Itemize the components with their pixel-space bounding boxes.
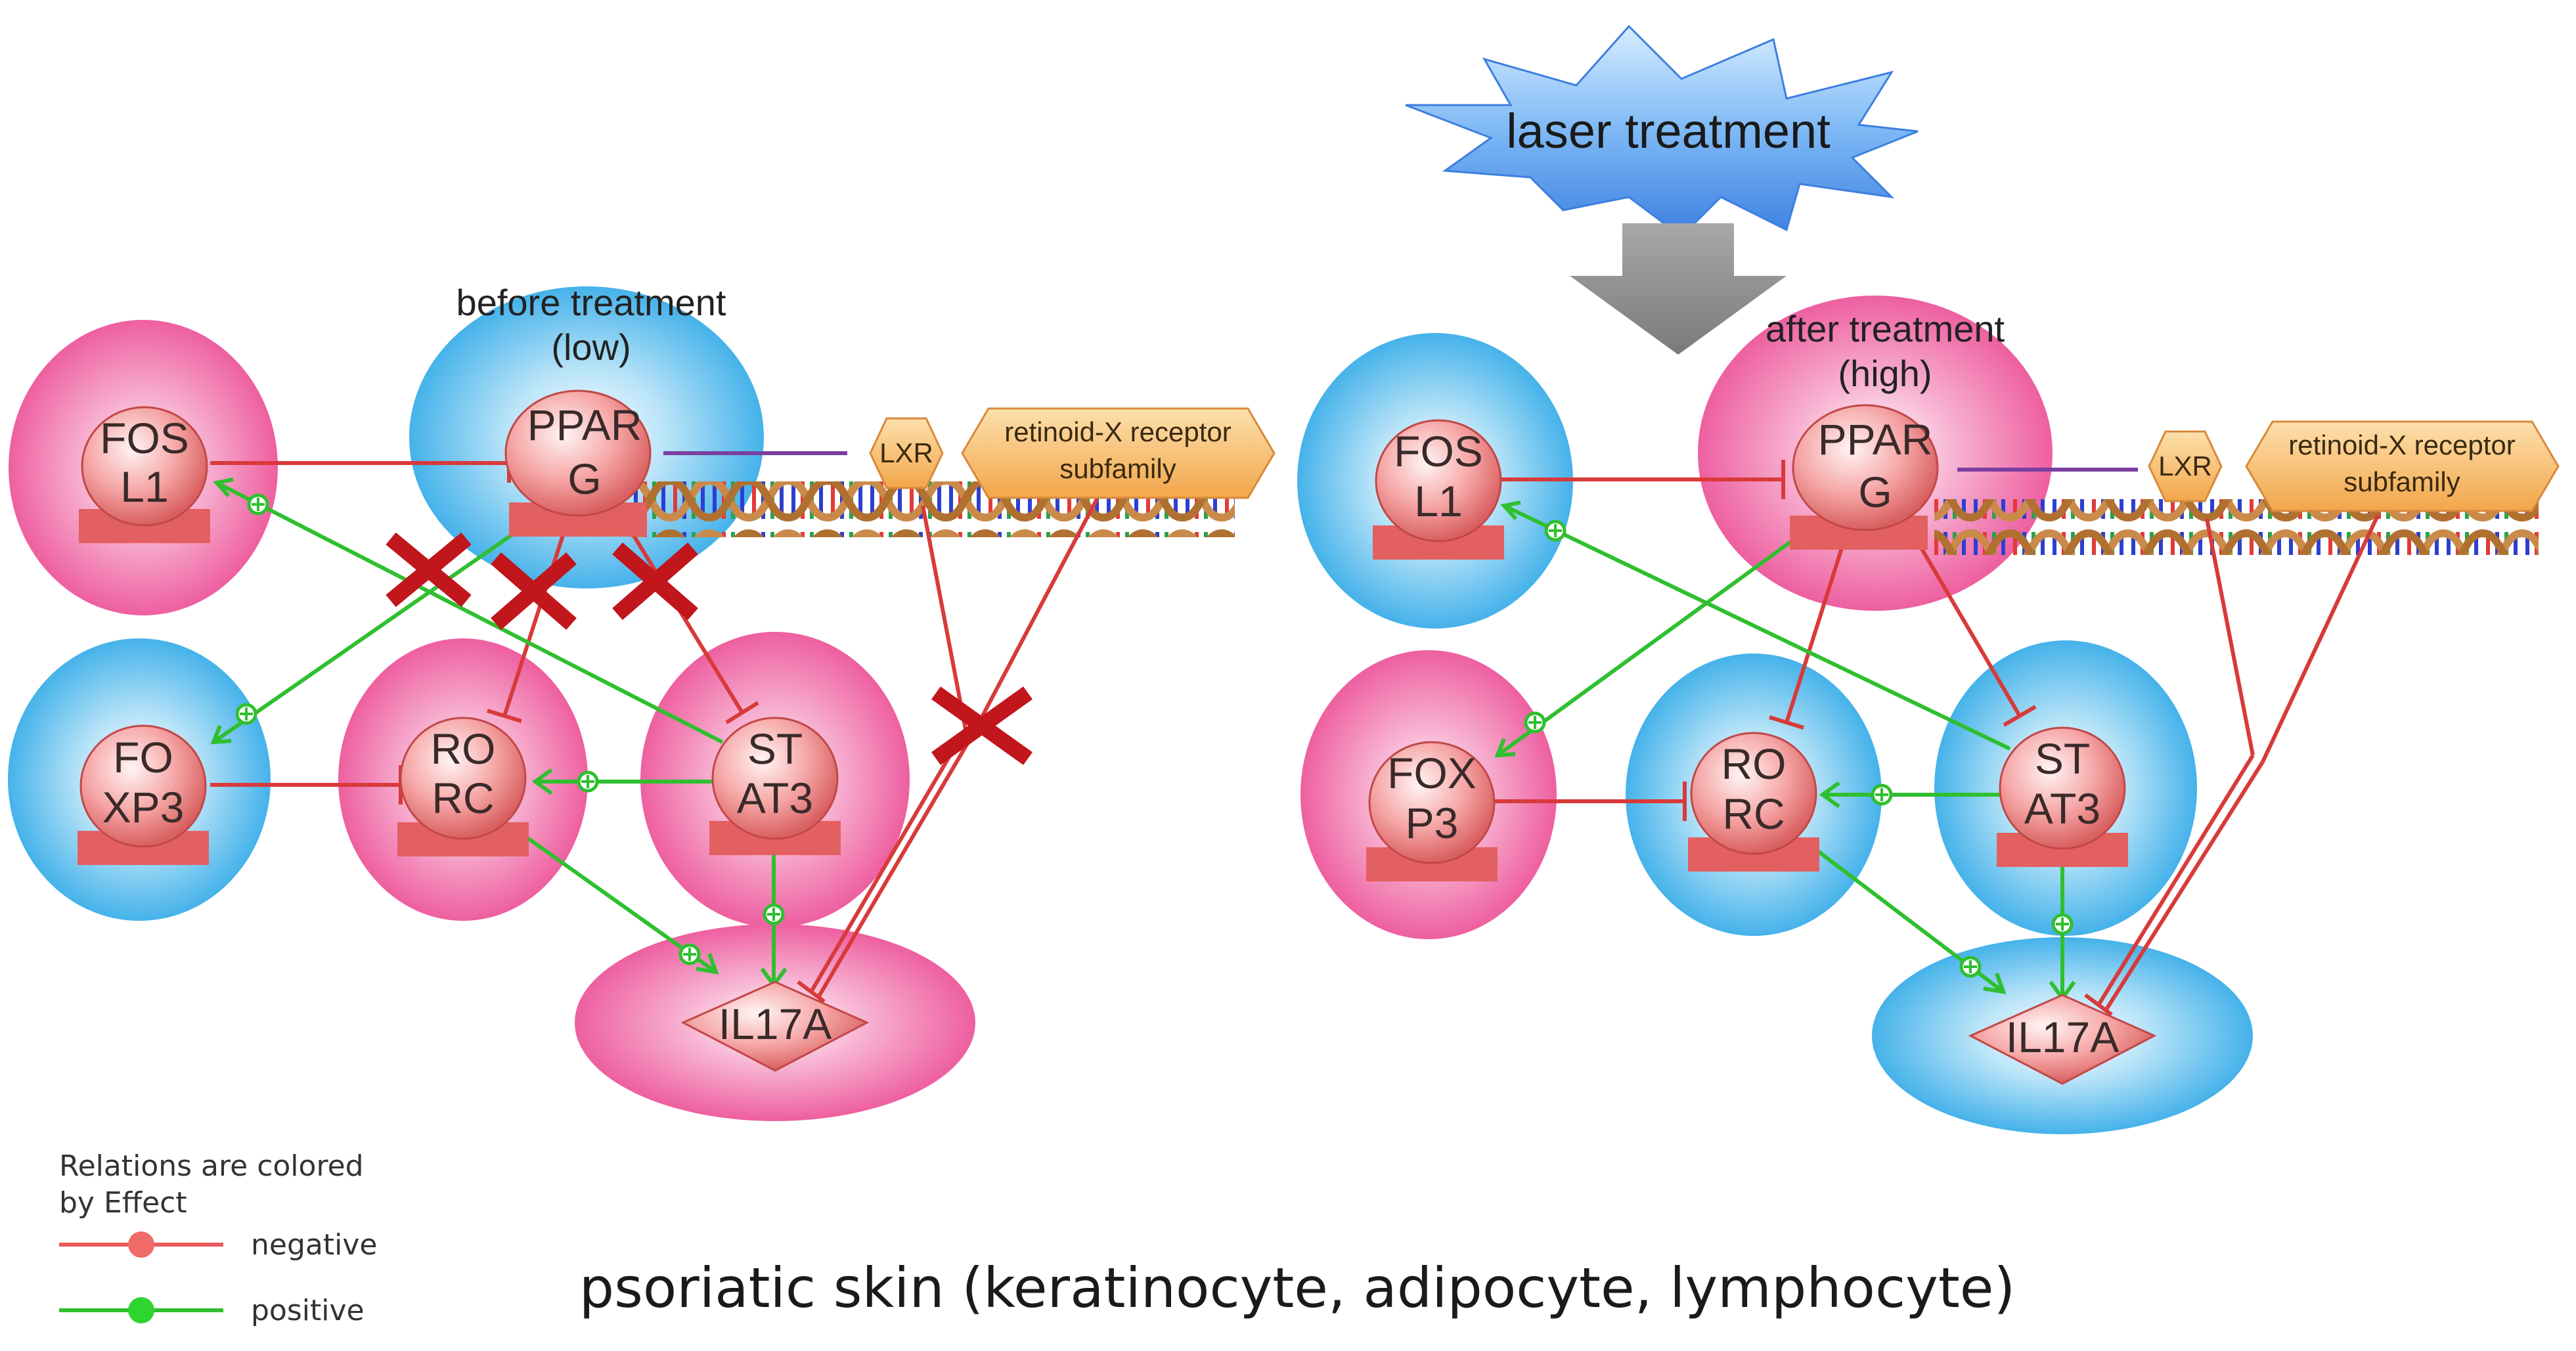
laser-treatment-label: laser treatment xyxy=(1506,104,1831,158)
node-stat3-right: ST AT3 xyxy=(1997,726,2128,867)
node-pparg-right: PPAR G xyxy=(1790,404,1939,550)
rxr-label-line1-right: retinoid-X receptor xyxy=(2288,430,2516,460)
node-fosl1-left: FOS L1 xyxy=(79,406,210,543)
edge-pparg-foxp3-left xyxy=(210,523,527,745)
legend-title-line2: by Effect xyxy=(59,1186,187,1220)
fosl1-label-line2: L1 xyxy=(120,462,168,511)
stat3-label-line2: AT3 xyxy=(737,774,813,822)
edge-rorc-il17a-left xyxy=(521,832,719,975)
fosl1-label-line1-right: FOS xyxy=(1394,427,1483,476)
node-foxp3-left: FO XP3 xyxy=(78,724,209,865)
edge-stat3-rorc-right xyxy=(1819,781,2003,808)
foxp3-label-line2: XP3 xyxy=(102,783,185,831)
after-treatment-title: after treatment xyxy=(1765,308,2005,349)
legend-negative-dot xyxy=(128,1231,154,1258)
edge-foxp3-rorc-right xyxy=(1494,782,1687,821)
left-panel: LXR retinoid-X receptor subfamily before… xyxy=(8,282,1276,1121)
edge-pparg-rorc-right xyxy=(1769,525,1851,730)
rxr-hexagon-left xyxy=(961,407,1276,499)
legend: Relations are colored by Effect negative… xyxy=(59,1149,377,1327)
after-treatment-level: (high) xyxy=(1838,353,1932,394)
edge-stat3-il17a-left xyxy=(760,854,788,989)
node-fosl1-right: FOS L1 xyxy=(1373,419,1504,560)
treatment: laser treatment xyxy=(1405,24,1919,355)
right-panel: LXR retinoid-X receptor subfamily after … xyxy=(1297,296,2560,1134)
pparg-label-line1: PPAR xyxy=(527,401,642,449)
edge-pparg-foxp3-right xyxy=(1494,533,1801,758)
legend-negative-label: negative xyxy=(251,1228,377,1262)
lxr-label-right: LXR xyxy=(2158,451,2212,481)
pparg-label-line1-right: PPAR xyxy=(1818,415,1933,464)
il17a-label-left: IL17A xyxy=(719,1000,832,1048)
edge-stat3-rorc-left xyxy=(531,768,719,795)
node-foxp3-right: FOX P3 xyxy=(1366,741,1498,881)
lxr-label-left: LXR xyxy=(879,437,933,468)
fosl1-label-line1: FOS xyxy=(100,414,189,462)
node-rorc-right: RO RC xyxy=(1688,732,1819,872)
legend-positive-label: positive xyxy=(251,1294,365,1327)
stat3-label-line1: ST xyxy=(747,724,803,773)
x-mark-2-left xyxy=(491,552,577,631)
pparg-label-line2-right: G xyxy=(1858,468,1892,516)
foxp3-label-line1-right: FOX xyxy=(1387,749,1477,797)
down-arrow xyxy=(1570,223,1787,355)
stat3-label-line2-right: AT3 xyxy=(2024,784,2100,833)
rxr-label-line2-right: subfamily xyxy=(2343,466,2460,497)
edge-pparg-stat3-right xyxy=(1906,524,2037,727)
laser-burst xyxy=(1405,24,1919,238)
legend-title-line1: Relations are colored xyxy=(59,1149,364,1183)
x-mark-4-left xyxy=(931,686,1033,765)
x-mark-3-left xyxy=(612,542,698,621)
edge-fosl1-pparg-right xyxy=(1498,460,1785,499)
rxr-hexagon-right xyxy=(2245,420,2560,512)
foxp3-label-line2-right: P3 xyxy=(1406,799,1459,847)
rorc-label-line2-right: RC xyxy=(1722,789,1785,838)
fosl1-label-line2-right: L1 xyxy=(1414,477,1462,525)
il17a-label-right: IL17A xyxy=(2006,1013,2119,1061)
edge-stat3-fosl1-left xyxy=(213,477,724,744)
before-treatment-title: before treatment xyxy=(456,282,726,323)
before-treatment-level: (low) xyxy=(551,326,631,368)
rxr-label-line1-left: retinoid-X receptor xyxy=(1004,416,1232,447)
lxr-hexagon-right xyxy=(2148,430,2223,502)
node-il17a-left: IL17A xyxy=(680,981,870,1072)
x-mark-1-left xyxy=(386,532,472,608)
pparg-label-line2: G xyxy=(567,454,601,503)
node-rorc-left: RO RC xyxy=(397,717,529,856)
node-stat3-left: ST AT3 xyxy=(709,717,841,855)
legend-positive-dot xyxy=(128,1297,154,1323)
lxr-hexagon-left xyxy=(869,417,944,489)
rorc-label-line1-right: RO xyxy=(1721,740,1787,788)
foxp3-label-line1: FO xyxy=(113,733,173,782)
edge-pparg-rorc-left xyxy=(487,508,573,723)
node-pparg-left: PPAR G xyxy=(504,389,652,537)
edge-rxr-il17a-right xyxy=(2103,514,2380,1013)
rorc-label-line2: RC xyxy=(432,774,494,822)
rxr-label-line2-left: subfamily xyxy=(1059,453,1176,484)
edge-stat3-fosl1-right xyxy=(1500,500,2011,751)
stat3-label-line1-right: ST xyxy=(2035,734,2090,783)
edge-rorc-il17a-right xyxy=(1811,845,2007,994)
diagram-caption: psoriatic skin (keratinocyte, adipocyte,… xyxy=(579,1256,2015,1320)
node-il17a-right: IL17A xyxy=(1968,994,2157,1085)
rorc-label-line1: RO xyxy=(431,724,496,773)
edge-rxr-il17a-left xyxy=(816,498,1099,1000)
